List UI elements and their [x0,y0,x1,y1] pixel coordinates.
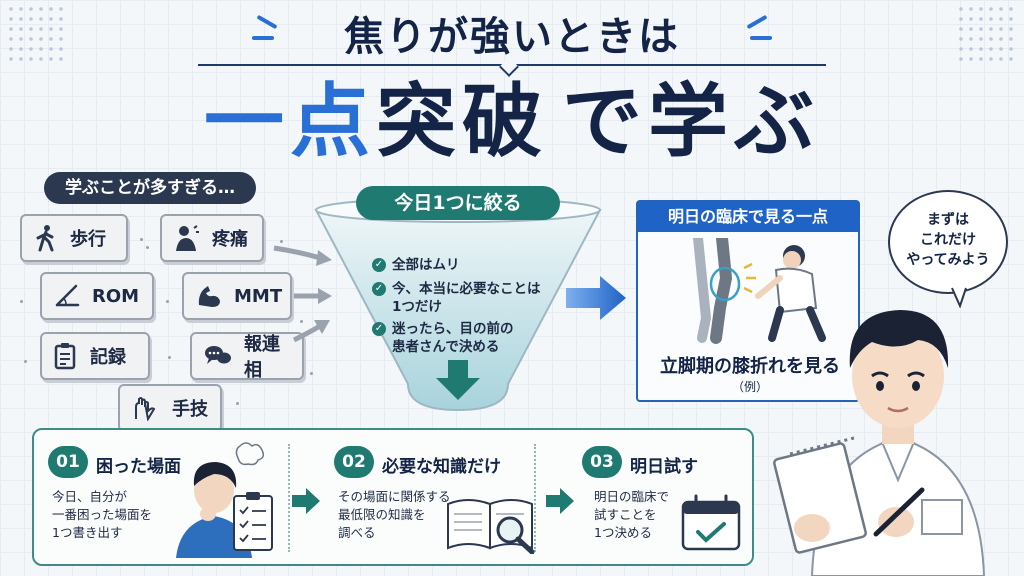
calendar-check-icon [681,494,741,551]
topic-chip-technique: 手技 [118,384,222,432]
arrow-right-icon [273,245,332,266]
step-number: 01 [48,446,88,478]
funnel-item: ✓ 全部はムリ [372,256,460,274]
decor-speck [168,356,171,359]
step-body-line: 今日、自分が [52,489,128,504]
topic-label: 報連相 [244,334,280,381]
funnel-item-text: 迷ったら、目の前の [392,321,514,337]
check-icon: ✓ [372,282,386,296]
thinking-person-illustration [176,442,273,558]
steps-panel [32,428,754,566]
tomorrow-panel: 明日の臨床で見る一点 立脚期の膝折れを見る （例） [636,200,860,402]
funnel-item: ✓ 迷ったら、目の前の患者さんで決める [372,320,514,356]
title-main-part: 一点 [204,75,376,168]
chat-bubbles-icon [205,346,231,364]
step-title: 必要な知識だけ [382,457,501,477]
step-number: 03 [582,446,622,478]
funnel-item-text: 全部はムリ [392,257,460,273]
speech-bubble: まずは これだけ やってみよう [888,190,1008,294]
topic-chip-mmt: MMT [182,272,292,320]
input-arrows [273,245,332,343]
step-body-line: 最低限の知識を [338,507,426,522]
step-body-line: その場面に関係する [338,489,451,504]
step-title: 明日試す [630,457,698,477]
funnel-label: 今日1つに絞る [356,186,560,220]
decor-speck [20,300,23,303]
funnel-item-text: 1つだけ [392,299,442,315]
step-body-line: 1つ決める [594,525,652,540]
decor-speck [24,360,27,363]
decor-speck [280,240,283,243]
bubble-line: まずは [927,212,969,228]
bubble-line: これだけ [920,232,976,248]
walking-icon [36,225,54,252]
topic-label: 手技 [172,399,208,420]
therapist-character [773,310,986,576]
bubble-line: やってみよう [906,252,990,268]
checklist-icon [233,492,273,551]
decor-speck [146,246,149,249]
step-divider [288,444,290,552]
title-main-part: 学ぶ [648,75,820,168]
decor-dots-left [6,4,68,62]
arrow-right-icon [546,488,574,514]
funnel-item: ✓ 今、本当に必要なことは 1つだけ [372,280,541,316]
arrow-right-icon [294,288,332,304]
spark-icon [252,36,274,40]
decor-speck [166,300,169,303]
book-magnifier-icon [447,499,535,554]
title-main: 一点突破で学ぶ [0,74,1024,170]
funnel-item-text: 患者さんで決める [392,339,500,355]
pain-icon [176,225,199,251]
spark-icon [750,36,772,40]
tomorrow-note: （例） [731,380,768,394]
arrow-right-icon [292,320,330,343]
topic-label: 疼痛 [212,229,248,250]
step-body-line: 明日の臨床で [594,489,670,504]
knee-observation-illustration [693,238,826,344]
check-icon: ✓ [372,258,386,272]
topic-chip-gait: 歩行 [20,214,128,262]
title-top: 焦りが強いときは [344,14,680,60]
topic-chip-record: 記録 [40,332,150,380]
topic-chip-report: 報連相 [190,332,304,381]
topic-label: 歩行 [70,229,106,250]
decor-speck [140,238,143,241]
decor-speck [300,320,303,323]
tomorrow-header: 明日の臨床で見る一点 [638,202,858,232]
arrow-right-icon [292,488,320,514]
decor-speck [236,402,239,405]
step-body: 今日、自分が 一番困った場面を 1つ書き出す [52,488,152,542]
arrow-right-icon [566,276,626,320]
decor-dots-right [956,4,1018,62]
bubble-tail [951,287,967,308]
step-body-line: 調べる [338,525,376,540]
step-number: 02 [334,446,374,478]
step-body-line: 試すことを [594,507,657,522]
angle-icon [55,284,80,307]
check-icon: ✓ [372,322,386,336]
topic-chip-rom: ROM [40,272,154,320]
pen-icon [873,487,925,537]
clipboard-icon [54,343,76,370]
topics-header: 学ぶことが多すぎる… [44,172,256,204]
decor-speck [310,372,313,375]
step-body: その場面に関係する 最低限の知識を 調べる [338,488,451,542]
step-body: 明日の臨床で 試すことを 1つ決める [594,488,669,542]
topic-label: 記録 [90,347,126,368]
hands-icon [135,397,156,421]
muscle-icon [198,286,220,307]
title-main-part: で [562,75,648,168]
title-main-part: 突破 [376,75,548,168]
topic-label: MMT [234,285,283,307]
funnel-item-text: 今、本当に必要なことは [392,281,541,297]
step-body-line: 1つ書き出す [52,525,123,540]
step-divider [534,444,536,552]
topic-label: ROM [92,285,140,307]
tomorrow-caption: 立脚期の膝折れを見る [660,356,840,377]
step-body-line: 一番困った場面を [52,507,153,522]
topic-chip-pain: 疼痛 [160,214,264,262]
step-title: 困った場面 [96,457,181,477]
arrow-down-icon [436,360,480,400]
